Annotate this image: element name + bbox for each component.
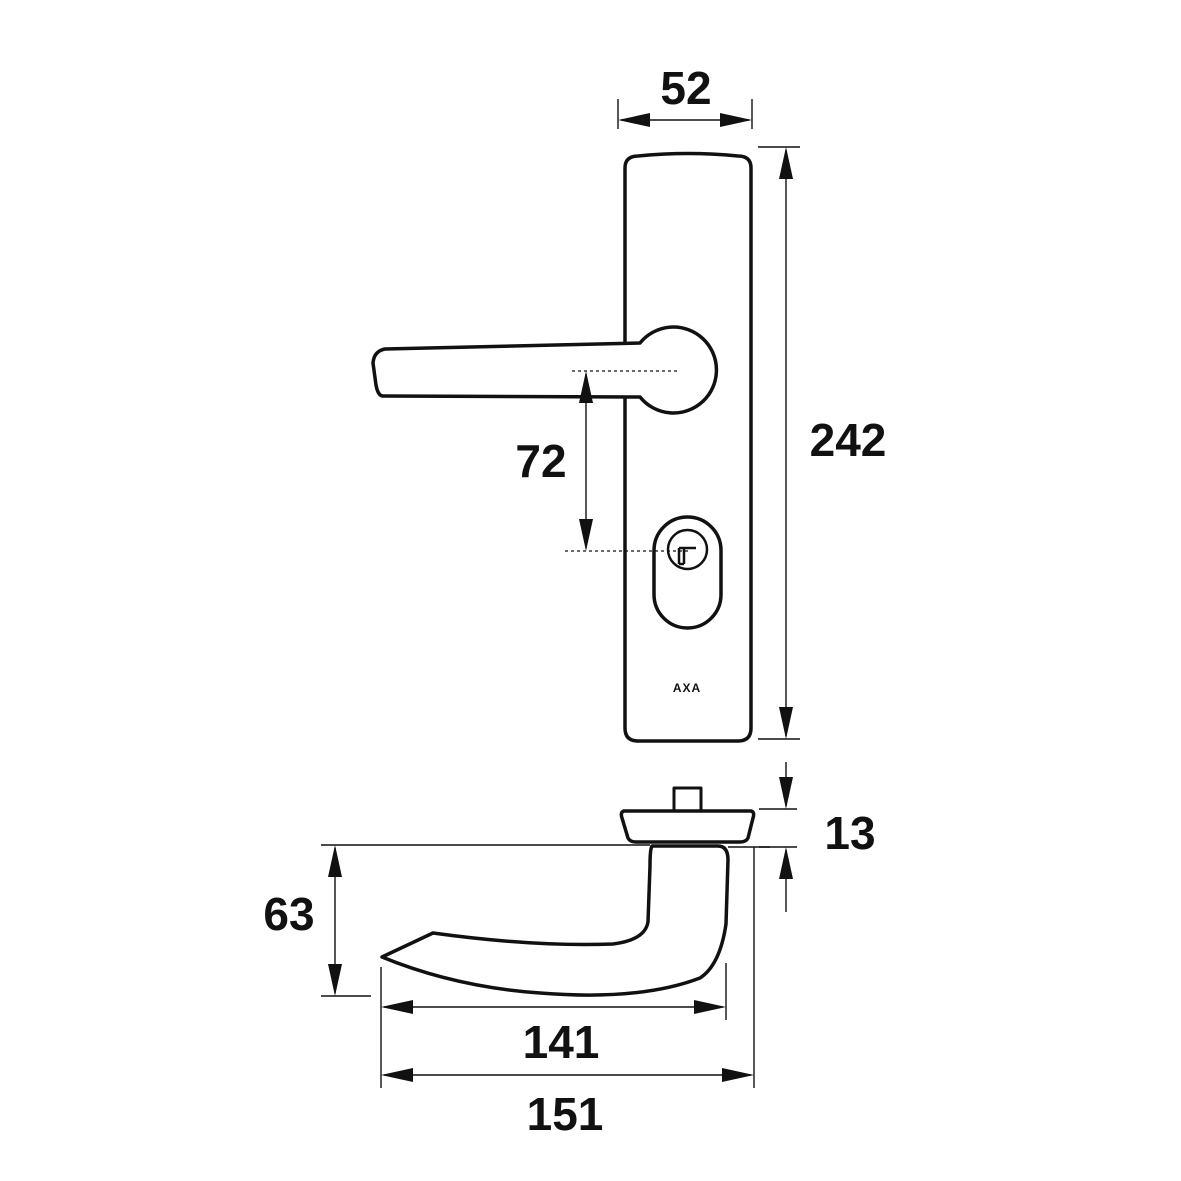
- dimension-lever-cylinder-distance: 72: [515, 370, 690, 552]
- spindle-stub: [672, 786, 703, 813]
- brand-logo: AXA: [673, 681, 701, 695]
- dimension-label-lever-height: 63: [263, 888, 314, 940]
- dimension-label-rose-thickness: 13: [824, 807, 875, 859]
- dimension-label-overall-projection: 151: [527, 1088, 604, 1140]
- cylinder-escutcheon: [652, 515, 723, 630]
- front-view: AXA: [371, 151, 753, 743]
- dimension-lever-height: 63: [263, 844, 650, 997]
- dimension-plate-width: 52: [617, 62, 753, 129]
- dimension-label-plate-height: 242: [810, 414, 887, 466]
- dimension-rose-thickness: 13: [759, 762, 876, 912]
- lever-handle-front: [371, 325, 719, 415]
- dimension-lever-projection: 141: [381, 1000, 726, 1068]
- lever-handle-side: [380, 844, 730, 997]
- backplate-outline: [623, 151, 753, 743]
- dimension-label-lever-projection: 141: [523, 1016, 600, 1068]
- dimension-plate-height: 242: [758, 146, 887, 740]
- dimension-label-plate-width: 52: [660, 62, 711, 114]
- dimension-label-lever-cylinder-distance: 72: [515, 435, 566, 487]
- side-view: [380, 786, 756, 997]
- rose-side: [619, 809, 756, 844]
- dimension-overall-projection: 151: [381, 1068, 754, 1140]
